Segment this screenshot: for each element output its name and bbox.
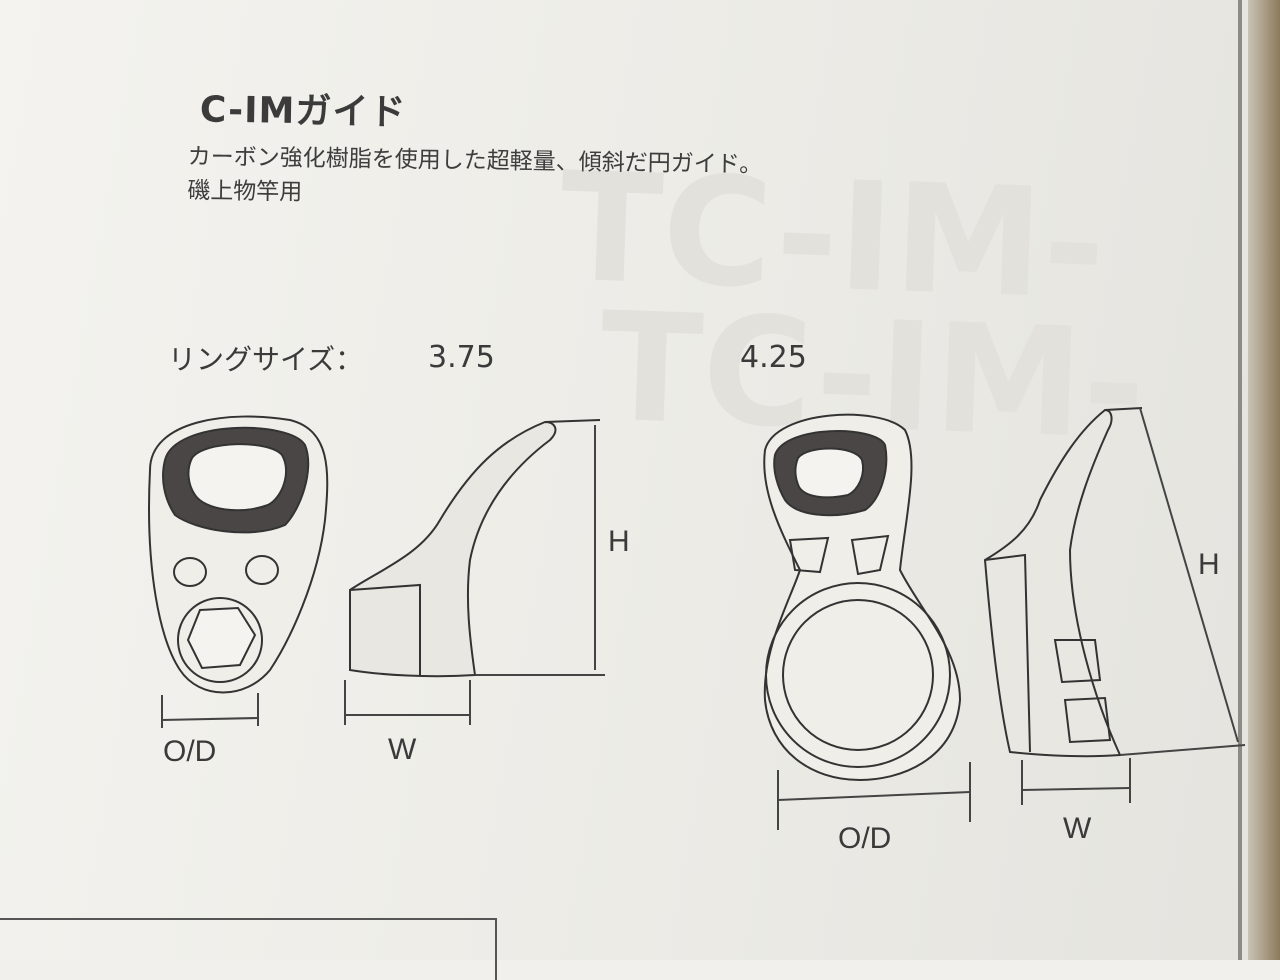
guide-small-side-icon bbox=[349, 419, 601, 678]
guide-large-front-icon bbox=[763, 413, 962, 782]
next-section-frame bbox=[0, 918, 497, 980]
small-h-label: H bbox=[608, 525, 630, 558]
large-h-label: H bbox=[1198, 548, 1220, 581]
large-w-label: W bbox=[1063, 812, 1092, 845]
guide-large-side-icon bbox=[983, 407, 1143, 758]
ring-size-label: リングサイズ： bbox=[168, 343, 364, 376]
small-od-label: O/D bbox=[163, 735, 217, 768]
small-w-label: W bbox=[388, 733, 417, 766]
guide-large-dimension-lines bbox=[777, 407, 1246, 830]
guide-diagrams bbox=[148, 407, 1246, 830]
guide-small-front-icon bbox=[148, 415, 329, 694]
page-edge-right bbox=[1248, 0, 1280, 960]
ring-size-value-1: 3.75 bbox=[428, 340, 495, 375]
page-edge-line bbox=[1238, 0, 1242, 960]
large-od-label: O/D bbox=[838, 822, 892, 855]
ring-size-value-2: 4.25 bbox=[740, 340, 807, 375]
guide-small-dimension-lines bbox=[161, 425, 605, 728]
